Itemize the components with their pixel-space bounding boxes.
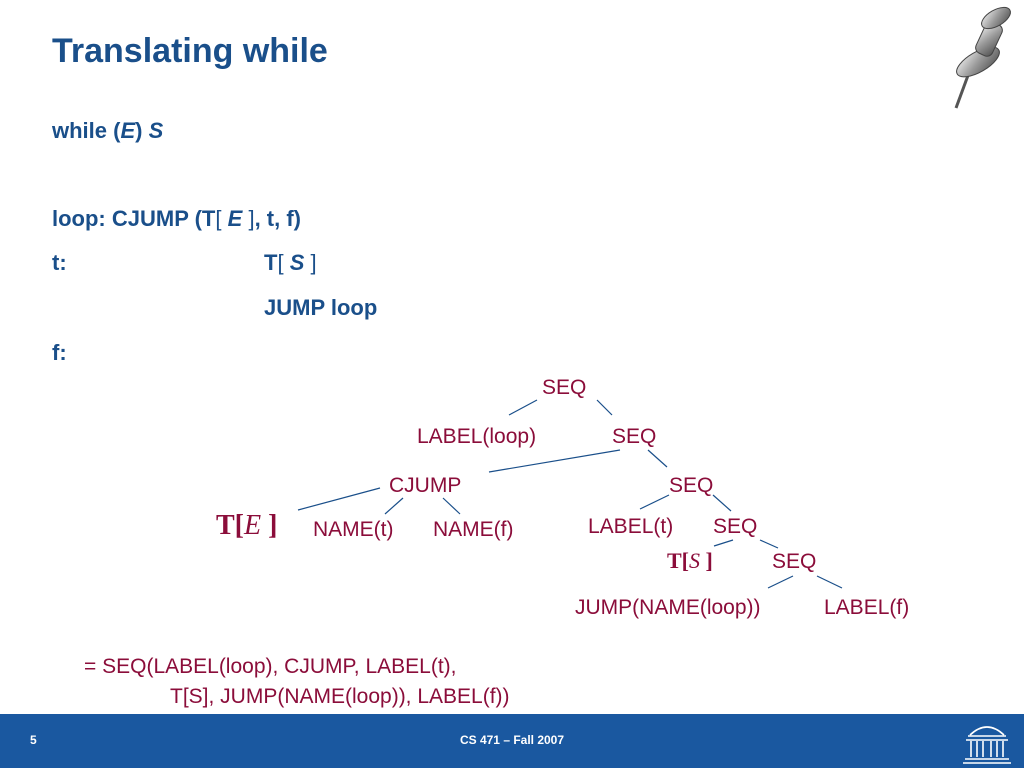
edge-seq5-jump bbox=[767, 575, 794, 589]
t-label: t: bbox=[52, 250, 67, 275]
edge-seq2-seq3 bbox=[647, 449, 668, 468]
edge-seq2-cjump bbox=[488, 449, 621, 473]
push-pin-icon bbox=[954, 6, 1011, 109]
edge-seq1-label bbox=[508, 399, 538, 416]
ts-close: ] bbox=[705, 548, 713, 573]
ts-s: S bbox=[689, 548, 700, 573]
tree-node-seq-5: SEQ bbox=[772, 550, 817, 573]
tree-node-label-t: LABEL(t) bbox=[588, 515, 674, 538]
while-keyword: while ( bbox=[52, 118, 121, 143]
tree-node-name-t: NAME(t) bbox=[313, 518, 394, 541]
edge-cjump-namet bbox=[384, 497, 404, 515]
tree-node-jump-name-loop: JUMP(NAME(loop)) bbox=[575, 596, 761, 619]
edge-seq5-labelf bbox=[816, 575, 843, 589]
te-e: E bbox=[244, 510, 262, 541]
tree-node-seq-3: SEQ bbox=[669, 474, 714, 497]
t-line: T[ S ] bbox=[264, 250, 317, 276]
edge-seq3-labelt bbox=[639, 494, 670, 510]
t-lbracket: [ bbox=[277, 250, 284, 275]
while-body-s: S bbox=[148, 118, 164, 143]
tree-node-seq-4: SEQ bbox=[713, 515, 758, 538]
formula-line-2: T[S], JUMP(NAME(loop)), LABEL(f)) bbox=[170, 685, 510, 708]
te-close: ] bbox=[268, 510, 278, 541]
tree-node-t-e: T[E ] bbox=[216, 510, 277, 542]
f-label: f: bbox=[52, 340, 67, 365]
course-label: CS 471 – Fall 2007 bbox=[459, 733, 565, 747]
tree-node-label-f: LABEL(f) bbox=[824, 596, 910, 619]
jump-loop-line: JUMP loop bbox=[264, 295, 378, 320]
loop-rbracket: ] bbox=[248, 206, 255, 231]
footer-bar: 5 CS 471 – Fall 2007 bbox=[0, 714, 1024, 768]
t-T: T bbox=[264, 250, 278, 275]
t-S: S bbox=[289, 250, 305, 275]
te-open: T[ bbox=[216, 510, 244, 541]
while-header: while (E) S bbox=[52, 118, 163, 144]
tree-node-seq-root: SEQ bbox=[542, 376, 587, 399]
t-rbracket: ] bbox=[310, 250, 317, 275]
edge-seq4-seq5 bbox=[759, 539, 779, 549]
tree-node-seq-2: SEQ bbox=[612, 425, 657, 448]
slide-number: 5 bbox=[30, 733, 37, 747]
edge-seq3-seq4 bbox=[712, 494, 732, 512]
edge-seq4-ts bbox=[713, 539, 734, 547]
loop-lbracket: [ bbox=[215, 206, 222, 231]
loop-E: E bbox=[227, 206, 243, 231]
formula-line-1: = SEQ(LABEL(loop), CJUMP, LABEL(t), bbox=[84, 655, 457, 678]
slide-title: Translating while bbox=[52, 32, 328, 70]
loop-T: T bbox=[201, 206, 216, 231]
tree-node-cjump: CJUMP bbox=[389, 474, 462, 497]
tree-node-name-f: NAME(f) bbox=[433, 518, 514, 541]
while-close: ) bbox=[135, 118, 143, 143]
loop-rest: , t, f) bbox=[254, 206, 301, 231]
while-cond-e: E bbox=[120, 118, 136, 143]
edge-cjump-te bbox=[297, 487, 381, 511]
tree-node-t-s: T[S ] bbox=[667, 548, 713, 574]
edge-cjump-namef bbox=[442, 497, 461, 515]
loop-line: loop: CJUMP (T[ E ], t, f) bbox=[52, 206, 301, 232]
edge-seq1-seq2 bbox=[596, 399, 613, 416]
tree-node-label-loop: LABEL(loop) bbox=[417, 425, 537, 448]
ts-open: T[ bbox=[667, 548, 689, 573]
loop-label: loop: CJUMP ( bbox=[52, 206, 202, 231]
rotunda-logo-icon bbox=[963, 726, 1011, 764]
